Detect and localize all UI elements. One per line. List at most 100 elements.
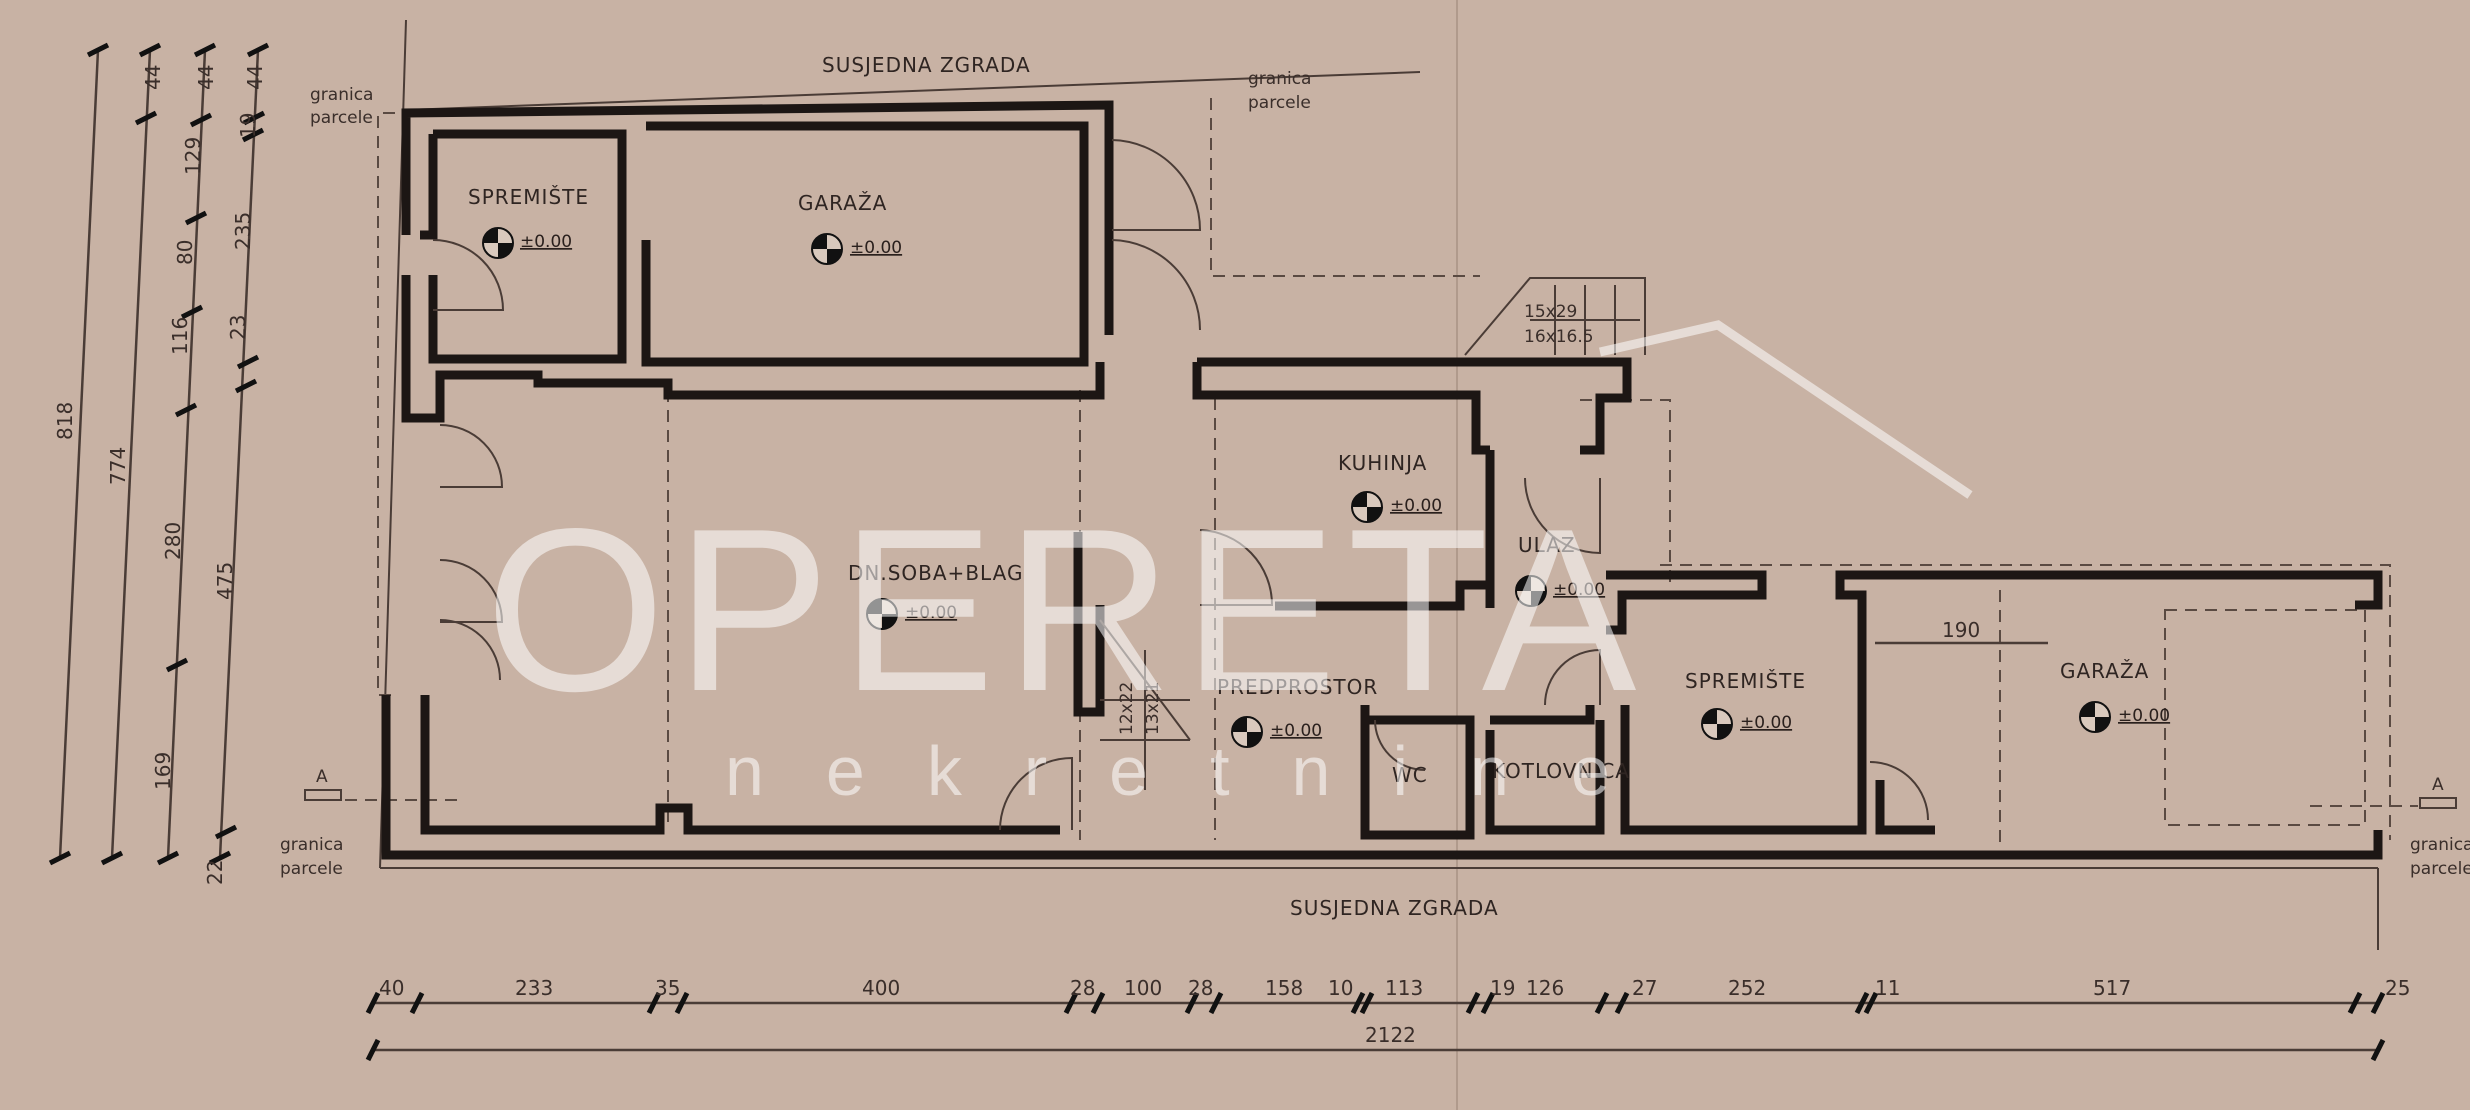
dimension-tick [48, 850, 72, 866]
dimension-tick [189, 112, 213, 128]
vertical-dimension-chains: 818 774 44 44 129 80 116 280 169 44 19 2… [48, 42, 270, 885]
boundary-label: parcele [280, 859, 343, 879]
dimension-label: 774 [106, 447, 130, 485]
room-label: DN.SOBA+BLAG [848, 561, 1023, 585]
dimension-label: 10 [1328, 976, 1353, 1000]
dimension-label: 252 [1728, 976, 1766, 1000]
dimension-tick [1594, 991, 1610, 1015]
room-label: ULAZ [1518, 533, 1576, 557]
dimension-tick [184, 210, 208, 226]
doors [432, 139, 1929, 831]
boundary-label: granica [310, 85, 373, 105]
room-dnevna-soba-blagovaonica: DN.SOBA+BLAG ±0.00 [848, 561, 1023, 630]
dimension-tick [236, 354, 260, 370]
level-marker-icon [1351, 491, 1383, 523]
dimension-label: 23 [226, 315, 250, 340]
watermark-brand: OPERETA [485, 481, 1646, 740]
dimension-label: 40 [379, 976, 404, 1000]
stair-dimension-label: 13x21 [1143, 682, 1163, 735]
dimension-label: 400 [862, 976, 900, 1000]
level-marker-icon [482, 227, 514, 259]
dimension-label: 100 [1124, 976, 1162, 1000]
room-kotlovnica: KOTLOVNICA [1492, 759, 1629, 783]
neighbor-top-label: SUSJEDNA ZGRADA [822, 53, 1031, 77]
dimension-label: 475 [213, 562, 237, 600]
level-label: ±0.00 [1553, 580, 1605, 600]
room-label: GARAŽA [2060, 659, 2149, 683]
dimension-label: 158 [1265, 976, 1303, 1000]
level-label: ±0.00 [1270, 721, 1322, 741]
boundary-label: granica [1248, 69, 1311, 89]
dimension-tick [1090, 991, 1106, 1015]
dimension-tick [165, 657, 189, 673]
boundary-label-bottom-right: granica parcele [2410, 835, 2470, 879]
dimension-tick [365, 991, 381, 1015]
dimension-total-label: 2122 [1365, 1023, 1416, 1047]
dimension-label: 19 [236, 113, 260, 138]
dimension-label: 113 [1385, 976, 1423, 1000]
dimension-label: 19 [1490, 976, 1515, 1000]
dimension-label: 44 [243, 65, 267, 90]
dimension-tick [1184, 991, 1200, 1015]
dimension-tick [234, 378, 258, 394]
dimension-tick [86, 42, 110, 58]
room-garaza-2: GARAŽA ±0.00 [2060, 659, 2170, 733]
room-ulaz: ULAZ ±0.00 [1515, 533, 1605, 607]
dimension-tick [1480, 991, 1496, 1015]
level-label: ±0.00 [850, 238, 902, 258]
dimension-label: 44 [194, 65, 218, 90]
dimension-label: 27 [1632, 976, 1657, 1000]
dimension-label: 28 [1070, 976, 1095, 1000]
boundary-label-top-right: granica parcele [1248, 69, 1311, 113]
stair-dimension-label: 16x16.5 [1524, 327, 1594, 347]
level-label: ±0.00 [1740, 713, 1792, 733]
dimension-tick [242, 110, 266, 126]
dimension-tick [208, 850, 232, 866]
dimension-label: 517 [2093, 976, 2131, 1000]
dimension-label: 280 [161, 522, 185, 560]
room-label: KUHINJA [1338, 451, 1427, 475]
dimension-label: 80 [173, 240, 197, 265]
section-marker-left: A [304, 767, 460, 801]
boundary-label: granica [2410, 835, 2470, 855]
room-label: PREDPROSTOR [1217, 675, 1378, 699]
level-marker-icon [1515, 575, 1547, 607]
level-marker-icon [811, 233, 843, 265]
room-spremiste-2: SPREMIŠTE ±0.00 [1685, 669, 1805, 740]
dimension-tick [1063, 991, 1079, 1015]
dimension-label: 126 [1526, 976, 1564, 1000]
dimension-label: 25 [2385, 976, 2410, 1000]
dimension-label: 116 [168, 317, 192, 355]
walls [381, 100, 2383, 860]
room-garaza-1: GARAŽA ±0.00 [798, 191, 902, 265]
dimension-label: 35 [655, 976, 680, 1000]
dimension-tick [646, 991, 662, 1015]
level-label: ±0.00 [520, 232, 572, 252]
dimension-label: 190 [1942, 618, 1980, 642]
dimension-tick [174, 402, 198, 418]
dimension-tick [1465, 991, 1481, 1015]
watermark-subtitle: nekretnine [725, 732, 1672, 810]
dimension-label: 28 [1188, 976, 1213, 1000]
level-marker-icon [866, 598, 898, 630]
dimension-label: 233 [515, 976, 553, 1000]
dimension-tick [1614, 991, 1630, 1015]
stairs-interior: 12x22 13x21 [1099, 619, 1191, 790]
room-predprostor: PREDPROSTOR ±0.00 [1217, 675, 1378, 748]
dimension-tick [2370, 991, 2386, 1015]
boundary-label: parcele [2410, 859, 2470, 879]
horizontal-dimension-chain: 40 233 35 400 28 100 28 158 10 113 19 12… [365, 976, 2410, 1062]
room-kuhinja: KUHINJA ±0.00 [1338, 451, 1442, 523]
level-marker-icon [1231, 716, 1263, 748]
dimension-label: 44 [141, 65, 165, 90]
inner-dimension-190: 190 [1875, 618, 2048, 645]
dimension-tick [180, 304, 204, 320]
dimension-label: 818 [53, 402, 77, 440]
boundary-label-top-left: granica parcele [310, 85, 373, 128]
dimension-tick [2370, 1038, 2386, 1062]
dimension-tick [365, 1038, 381, 1062]
dimension-tick [156, 850, 180, 866]
section-marker-label: A [2432, 775, 2444, 795]
dimension-tick [246, 42, 270, 58]
dimension-tick [241, 127, 265, 143]
